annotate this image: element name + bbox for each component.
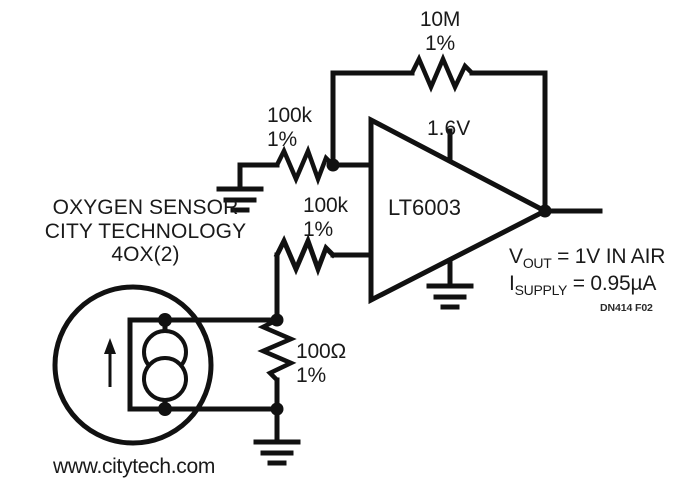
resistor-100k-top-label: 100k 1% <box>267 104 312 151</box>
input-resistor-top-branch <box>216 144 374 213</box>
resistor-10m-label: 10M 1% <box>404 8 476 55</box>
spec-block: VOUT = 1V IN AIR ISUPPLY = 0.95µA <box>509 245 665 299</box>
isupply-subscript: SUPPLY <box>514 282 568 299</box>
sensor-label-line2: CITY TECHNOLOGY <box>44 219 247 243</box>
isupply-value: = 0.95µA <box>567 271 657 295</box>
sensor-top-node-dot <box>158 313 172 327</box>
current-direction-arrow-head <box>104 338 116 354</box>
output-node-dot <box>538 204 552 218</box>
sensor-label-line3: 4OX(2) <box>111 243 180 267</box>
vout-symbol: V <box>509 245 523 268</box>
output-net <box>538 204 603 218</box>
sensor-label-block: OXYGEN SENSOR CITY TECHNOLOGY 4OX(2) <box>38 196 253 267</box>
resistor-100k-bottom-value: 100k <box>303 194 348 217</box>
opamp-supply-label: 1.6V <box>427 117 471 140</box>
vout-spec: VOUT = 1V IN AIR <box>509 245 665 272</box>
resistor-100k-bottom-tolerance: 1% <box>303 217 333 241</box>
sensor-label-line1: OXYGEN SENSOR <box>52 196 239 219</box>
feedback-wire-left <box>330 70 415 168</box>
inverting-node-dot <box>326 158 340 172</box>
resistor-100ohm-label: 100Ω 1% <box>296 340 346 387</box>
resistor-100k-bottom-symbol <box>273 234 337 277</box>
current-source-symbol <box>104 329 188 402</box>
resistor-10m-value: 10M <box>419 8 461 31</box>
isupply-symbol: I <box>509 271 515 295</box>
sensor-body-circle <box>52 284 214 446</box>
vout-value: = 1V IN AIR <box>551 245 666 268</box>
resistor-100k-top-tolerance: 1% <box>267 127 297 151</box>
resistor-10m-tolerance: 1% <box>425 31 455 55</box>
sensor-url-label: www.citytech.com <box>53 455 216 478</box>
resistor-100ohm-value: 100Ω <box>296 340 346 363</box>
document-number-label: DN414 F02 <box>600 302 653 314</box>
sensor-wiring <box>127 313 280 416</box>
opamp-symbol <box>368 115 551 310</box>
current-source-circle-bottom <box>142 356 188 402</box>
isupply-spec: ISUPPLY = 0.95µA <box>509 272 665 299</box>
shunt-resistor-branch <box>253 313 301 466</box>
opamp-part-label: LT6003 <box>388 195 461 220</box>
opamp-triangle <box>368 115 551 305</box>
sensor-bottom-node-dot <box>158 402 172 416</box>
resistor-100ohm-tolerance: 1% <box>296 363 326 387</box>
resistor-100ohm-symbol <box>257 317 297 382</box>
resistor-10m-symbol <box>409 53 474 93</box>
feedback-network <box>330 53 548 214</box>
vout-subscript: OUT <box>522 255 552 272</box>
feedback-wire-right <box>469 70 548 214</box>
resistor-100k-top-symbol <box>274 144 335 186</box>
resistor-100k-top-value: 100k <box>267 104 312 127</box>
resistor-100k-bottom-label: 100k 1% <box>303 194 348 241</box>
input-resistor-bottom-branch <box>273 234 374 323</box>
